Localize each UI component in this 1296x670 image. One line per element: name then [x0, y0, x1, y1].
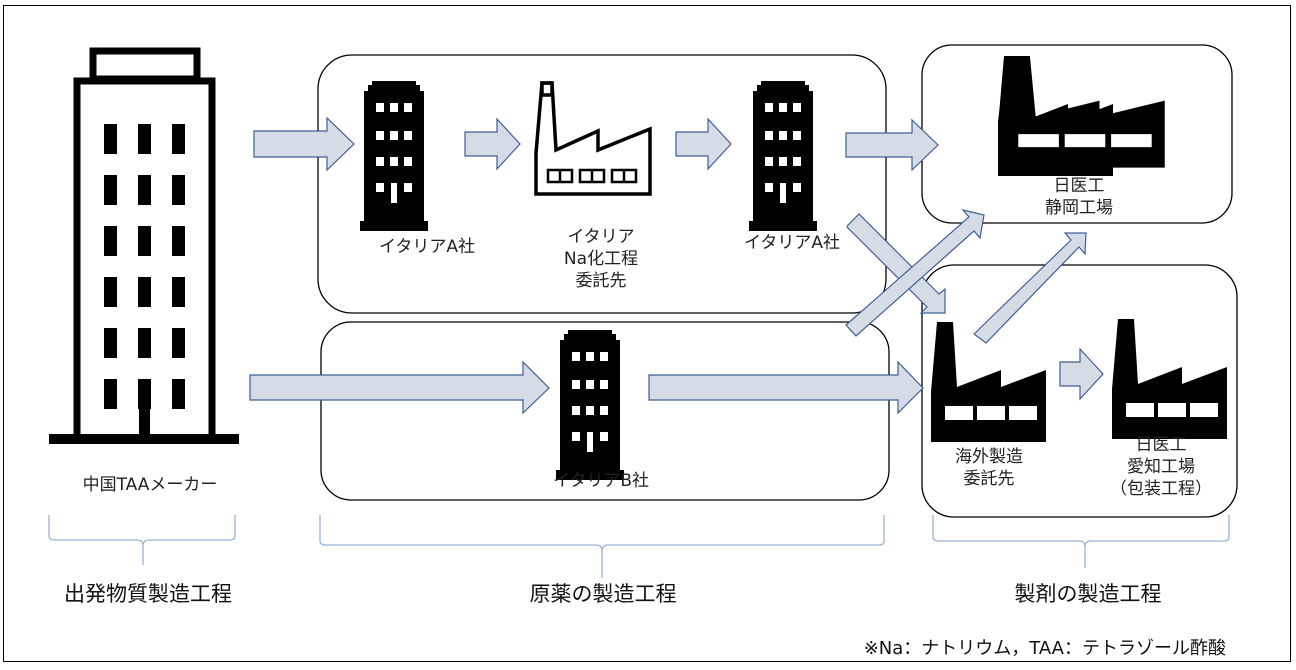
factory-icon-aichi [1112, 319, 1227, 439]
arrow-italy-a-to-shizuoka [845, 118, 939, 172]
arrow-overseas-to-aichi [1059, 347, 1104, 401]
arrow-italy-b-to-shizuoka [845, 208, 985, 337]
arrow-italy-a-to-na [464, 117, 521, 171]
arrow-italy-a-to-overseas [846, 213, 946, 314]
label-overseas-contract: 海外製造 委託先 [955, 447, 1023, 489]
stage-starting-material: 出発物質製造工程 [64, 582, 232, 606]
label-italy-na: イタリア Na化工程 委託先 [563, 227, 639, 291]
building-icon [556, 330, 624, 480]
arrow-overseas-to-shizuoka [973, 232, 1087, 344]
group-box-italy-a [317, 54, 887, 314]
building-icon [749, 81, 817, 231]
group-box-italy-b [320, 321, 890, 501]
stage-api: 原薬の製造工程 [529, 582, 677, 606]
group-box-formulation [921, 264, 1238, 518]
footnote: ※Na：ナトリウム，TAA：テトラゾール酢酸 [863, 638, 1226, 659]
label-nichiiko-shizuoka: 日医工 静岡工場 [1045, 176, 1113, 218]
label-italy-a-2: イタリアA社 [744, 233, 840, 253]
brace-api [319, 515, 885, 578]
arrow-italy-b-to-overseas [648, 360, 924, 415]
label-china-maker: 中国TAAメーカー [82, 475, 218, 495]
diagram-frame [3, 5, 1291, 662]
building-icon [360, 81, 428, 231]
brace-formulation [932, 515, 1230, 568]
arrow-china-to-italy-a [253, 116, 355, 172]
label-nichiiko-aichi: 日医工 愛知工場 （包装工程） [1110, 435, 1212, 499]
factory-icon-shizuoka [998, 56, 1165, 168]
factory-outline-icon [534, 81, 652, 196]
label-italy-b: イタリアB社 [553, 471, 649, 491]
label-italy-a-1: イタリアA社 [379, 237, 475, 257]
stage-formulation: 製剤の製造工程 [1014, 582, 1162, 606]
building-outline-icon [49, 47, 239, 444]
arrow-china-to-italy-b [249, 360, 550, 415]
arrow-na-to-italy-a [675, 117, 732, 171]
brace-starting-material [48, 515, 236, 565]
